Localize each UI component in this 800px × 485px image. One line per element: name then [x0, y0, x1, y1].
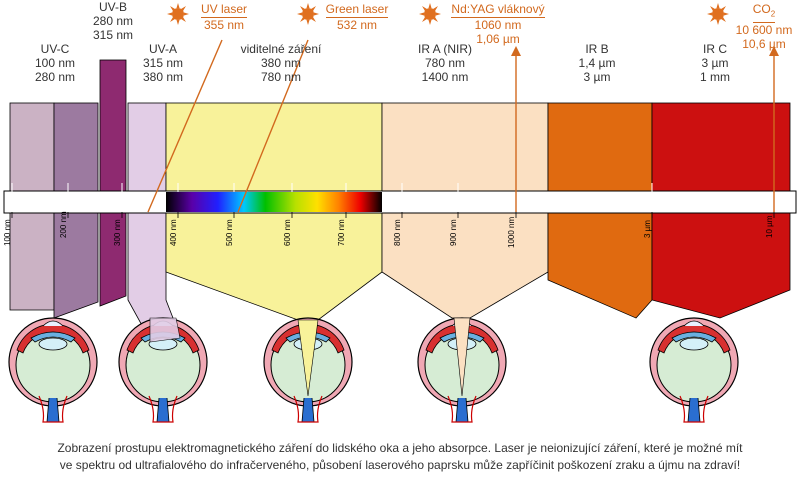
tick-label-600: 600 nm [283, 219, 292, 246]
uvc-band-dark [53, 102, 99, 192]
uvc-band-light [9, 102, 55, 192]
ndyag-laser-icon [419, 3, 441, 25]
irb-band [547, 102, 653, 192]
uvb-band [99, 59, 127, 192]
irc-band [651, 102, 791, 192]
visible-eye-penetration [297, 319, 319, 397]
eye-icon-uvc [8, 317, 98, 423]
tick-label-10um: 10 µm [765, 215, 774, 238]
uva-eye-penetration [149, 317, 181, 343]
tick-label-500: 500 nm [225, 219, 234, 246]
diagram-caption: Zobrazení prostupu elektromagnetického z… [57, 441, 743, 472]
ndyag-arrow-head [511, 46, 521, 56]
irb-column [547, 212, 653, 319]
tick-label-800: 800 nm [393, 219, 402, 246]
visible-band [165, 102, 383, 192]
ira-eye-penetration [453, 317, 471, 397]
tick-label-3um: 3 µm [643, 220, 652, 238]
tick-label-300: 300 nm [113, 219, 122, 246]
uv-laser-icon [167, 3, 189, 25]
visible-spectrum-gradient [166, 192, 382, 212]
tick-label-900: 900 nm [449, 219, 458, 246]
co2-laser-icon [707, 3, 729, 25]
ira-column [381, 212, 549, 319]
uvc-column-light [9, 212, 55, 311]
tick-label-1000: 1000 nm [507, 217, 516, 248]
visible-column [165, 212, 383, 321]
wavelength-axis [3, 190, 797, 214]
tick-label-700: 700 nm [337, 219, 346, 246]
green-laser-icon [297, 3, 319, 25]
laser-starbursts [167, 3, 729, 25]
tick-label-200: 200 nm [59, 211, 68, 238]
laser-lines [147, 39, 775, 213]
tick-label-100: 100 nm [3, 219, 12, 246]
co2-arrow-head [769, 46, 779, 56]
eye-icon-irc [649, 317, 739, 423]
ira-band [381, 102, 549, 192]
tick-label-400: 400 nm [169, 219, 178, 246]
uva-band [127, 102, 167, 192]
